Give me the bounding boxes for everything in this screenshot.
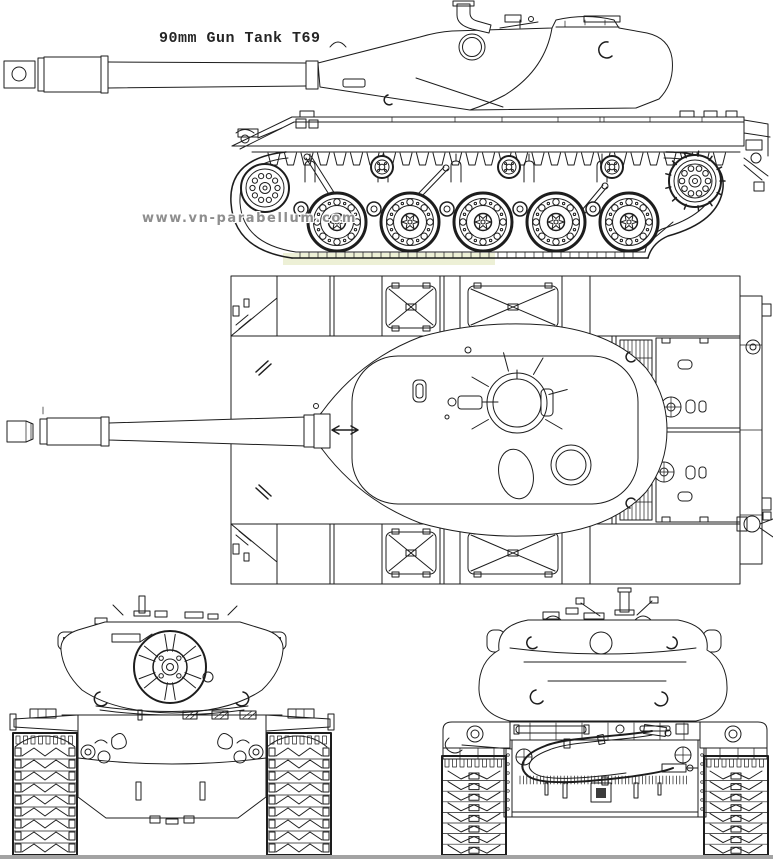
road-wheel bbox=[452, 191, 514, 253]
antenna bbox=[138, 595, 146, 614]
road-wheel bbox=[306, 191, 368, 253]
tow-hook bbox=[183, 815, 195, 824]
headlight-guard bbox=[287, 708, 315, 719]
ventilator-blister bbox=[498, 448, 534, 500]
hull-side bbox=[231, 110, 771, 192]
track-guide-teeth bbox=[267, 152, 726, 166]
x-stowage-box bbox=[385, 528, 437, 578]
taillight bbox=[724, 725, 742, 743]
top-view bbox=[6, 275, 773, 585]
tow-cable bbox=[521, 724, 699, 786]
tracks-front bbox=[12, 732, 332, 856]
loader-hatch bbox=[550, 444, 592, 486]
road-wheel bbox=[379, 191, 441, 253]
lifting-eye bbox=[329, 41, 347, 48]
track-links bbox=[299, 251, 634, 259]
antenna-base bbox=[745, 339, 761, 355]
bump-roller bbox=[585, 201, 601, 217]
roof-seams bbox=[471, 352, 568, 430]
pistol-port bbox=[412, 379, 427, 403]
tow-hook bbox=[149, 815, 161, 824]
headlight bbox=[80, 744, 96, 760]
return-roller bbox=[497, 155, 521, 179]
return-roller bbox=[370, 155, 394, 179]
tint-band bbox=[283, 253, 495, 265]
x-stowage-box bbox=[385, 282, 437, 332]
watermark-text: www.vn-parabellum.com bbox=[142, 211, 358, 226]
track-face bbox=[441, 755, 507, 856]
track-face bbox=[703, 755, 769, 856]
rear-view bbox=[441, 587, 769, 856]
return-roller bbox=[600, 155, 624, 179]
tool-rail bbox=[513, 722, 689, 741]
travel-lock bbox=[743, 515, 761, 533]
fender-panels bbox=[276, 275, 591, 585]
footer-bar bbox=[0, 855, 773, 859]
bump-roller bbox=[439, 201, 455, 217]
exhaust-guard bbox=[590, 782, 612, 803]
tracks-rear bbox=[441, 755, 769, 856]
taillight bbox=[466, 725, 484, 743]
gun-barrel-side bbox=[3, 55, 319, 94]
track-face bbox=[12, 732, 78, 856]
gun-mount-rosette bbox=[133, 630, 207, 704]
drive-sprocket bbox=[665, 150, 726, 212]
roof-mg bbox=[504, 14, 522, 23]
side-view bbox=[3, 0, 771, 265]
turret-front bbox=[57, 595, 287, 716]
antenna bbox=[619, 591, 630, 613]
turret-top bbox=[313, 323, 668, 537]
idler-wheel bbox=[240, 163, 290, 213]
turret-side bbox=[317, 0, 673, 111]
running-gear-side bbox=[240, 150, 726, 253]
cupola-hatch bbox=[583, 15, 621, 23]
headlight bbox=[248, 744, 264, 760]
suspension-brackets bbox=[304, 153, 608, 183]
headlight-guard bbox=[29, 708, 57, 719]
bump-roller bbox=[512, 201, 528, 217]
wheels bbox=[240, 150, 726, 253]
snorkel-pipe bbox=[456, 3, 492, 34]
road-wheel bbox=[525, 191, 587, 253]
fenders-rear bbox=[442, 721, 768, 760]
road-wheel bbox=[598, 191, 660, 253]
front-view bbox=[9, 595, 335, 856]
track-face bbox=[266, 732, 332, 856]
rosette-spokes bbox=[138, 633, 202, 701]
turret-rear bbox=[478, 587, 728, 722]
direction-arrow bbox=[331, 425, 359, 435]
drawing-title: 90mm Gun Tank T69 bbox=[159, 30, 321, 47]
bump-roller bbox=[293, 201, 309, 217]
hull-rear bbox=[503, 721, 707, 818]
bump-roller bbox=[366, 201, 382, 217]
